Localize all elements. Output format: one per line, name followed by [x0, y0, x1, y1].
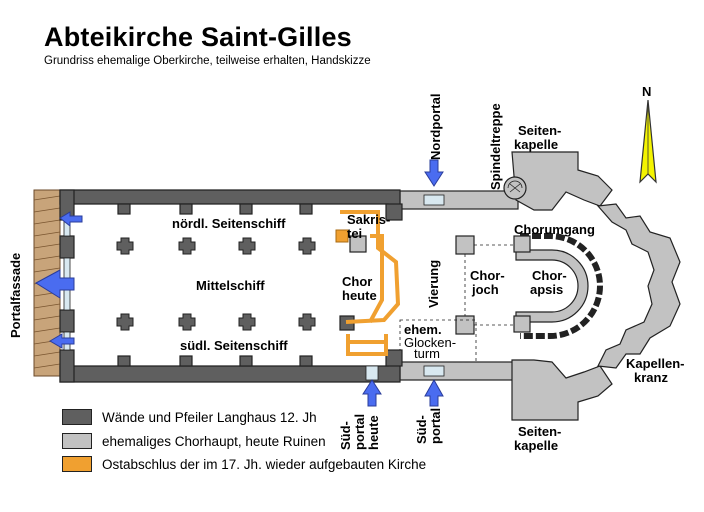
label-suedl-seitenschiff: südl. Seitenschiff	[180, 338, 288, 353]
vault-lines	[464, 244, 514, 326]
label-sakristei-1: Sakris-	[347, 212, 390, 227]
legend-item-ruins: ehemaliges Chorhaupt, heute Ruinen	[62, 432, 326, 450]
label-chorjoch-1: Chor-	[470, 268, 505, 283]
legend-label-walls: Wände und Pfeiler Langhaus 12. Jh	[102, 409, 317, 425]
label-suedportal-heute-2: portal	[352, 414, 367, 450]
legend-label-ruins: ehemaliges Chorhaupt, heute Ruinen	[102, 433, 326, 449]
label-mittelschiff: Mittelschiff	[196, 278, 265, 293]
label-portalfassade: Portalfassade	[8, 253, 23, 338]
nave-piers	[116, 237, 316, 331]
label-chor-heute-2: heute	[342, 288, 377, 303]
label-suedportal-heute-3: heute	[366, 415, 381, 450]
label-ehem-glockenturm-2: Glocken-	[404, 335, 456, 350]
legend-swatch-ruins	[62, 433, 92, 449]
legend-item-walls: Wände und Pfeiler Langhaus 12. Jh	[62, 408, 317, 426]
east-end-piers	[335, 229, 349, 243]
legend-item-east-end: Ostabschlus der im 17. Jh. wieder aufgeb…	[62, 455, 426, 473]
label-ehem-glockenturm-1: ehem.	[404, 322, 442, 337]
nave-walls	[59, 189, 403, 383]
east-end-17c	[340, 210, 401, 356]
label-chorapsis-2: apsis	[530, 282, 563, 297]
legend-swatch-walls	[62, 409, 92, 425]
label-chorapsis-1: Chor-	[532, 268, 567, 283]
label-chor-heute-1: Chor	[342, 274, 372, 289]
bell-tower-outline	[399, 319, 477, 363]
label-suedportal-1: Süd-	[414, 415, 429, 444]
label-vierung: Vierung	[426, 260, 441, 308]
label-seitenkapelle-n-2: kapelle	[514, 137, 558, 152]
label-seitenkapelle-n-1: Seiten-	[518, 123, 561, 138]
north-compass: N	[639, 84, 657, 184]
label-chorjoch-2: joch	[471, 282, 499, 297]
label-sakristei-2: tei	[347, 226, 362, 241]
label-nordportal: Nordportal	[428, 94, 443, 160]
label-noerdl-seitenschiff: nördl. Seitenschiff	[172, 216, 286, 231]
spiral-staircase	[503, 176, 527, 200]
label-seitenkapelle-s-1: Seiten-	[518, 424, 561, 439]
legend-swatch-east-end	[62, 456, 92, 472]
diagram-subtitle: Grundriss ehemalige Oberkirche, teilweis…	[44, 55, 371, 67]
diagram-title: Abteikirche Saint-Gilles	[44, 22, 352, 52]
label-suedportal-2: portal	[428, 408, 443, 444]
label-seitenkapelle-s-2: kapelle	[514, 438, 558, 453]
label-ehem-glockenturm-3: turm	[414, 346, 440, 361]
legend-label-east-end: Ostabschlus der im 17. Jh. wieder aufgeb…	[102, 456, 427, 472]
portal-arrows	[35, 159, 444, 407]
label-spindeltreppe: Spindeltreppe	[488, 103, 503, 190]
label-chorumgang: Chorumgang	[514, 222, 595, 237]
compass-label: N	[642, 84, 651, 99]
label-kapellenkranz-1: Kapellen-	[626, 356, 685, 371]
label-kapellenkranz-2: kranz	[634, 370, 668, 385]
label-suedportal-heute-1: Süd-	[338, 421, 353, 450]
